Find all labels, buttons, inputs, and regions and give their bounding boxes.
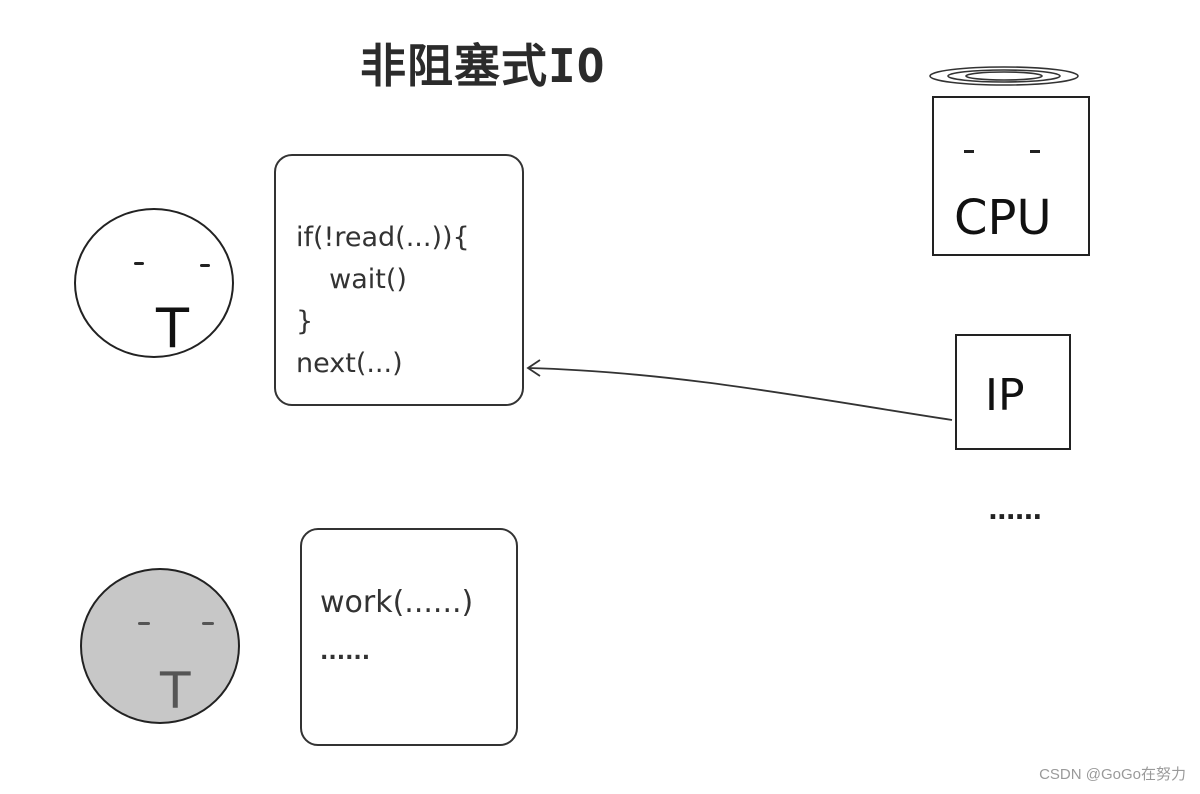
cpu-halo-icon	[929, 66, 1079, 86]
more-ellipsis: ......	[988, 496, 1042, 526]
cpu-label: CPU	[954, 190, 1052, 246]
code-line: if(!read(...)){	[296, 222, 470, 253]
face-right-eye	[200, 264, 210, 267]
ip-arrow	[526, 359, 953, 421]
watermark: CSDN @GoGo在努力	[1039, 766, 1186, 783]
code-line: }	[296, 306, 314, 337]
code-box-read: if(!read(...)){ wait() } next(...)	[274, 154, 524, 406]
cpu-left-eye	[964, 150, 974, 153]
face-right-eye	[202, 622, 214, 625]
instruction-pointer-box: IP	[955, 334, 1071, 450]
code-box-work: work(......) ......	[300, 528, 518, 746]
face-left-eye	[138, 622, 150, 625]
thread-face-active: T	[74, 208, 234, 358]
thread-face-idle: T	[80, 568, 240, 724]
code-line: ......	[320, 640, 371, 665]
cpu-box: CPU	[932, 96, 1090, 256]
code-line: work(......)	[320, 585, 474, 620]
code-line: wait()	[312, 264, 407, 295]
face-left-eye	[134, 262, 144, 265]
code-line: next(...)	[296, 348, 403, 379]
ip-label: IP	[985, 370, 1025, 421]
face-mouth: T	[160, 662, 191, 720]
cpu-right-eye	[1030, 150, 1040, 153]
face-mouth: T	[156, 297, 189, 360]
diagram-title: 非阻塞式IO	[360, 39, 606, 93]
